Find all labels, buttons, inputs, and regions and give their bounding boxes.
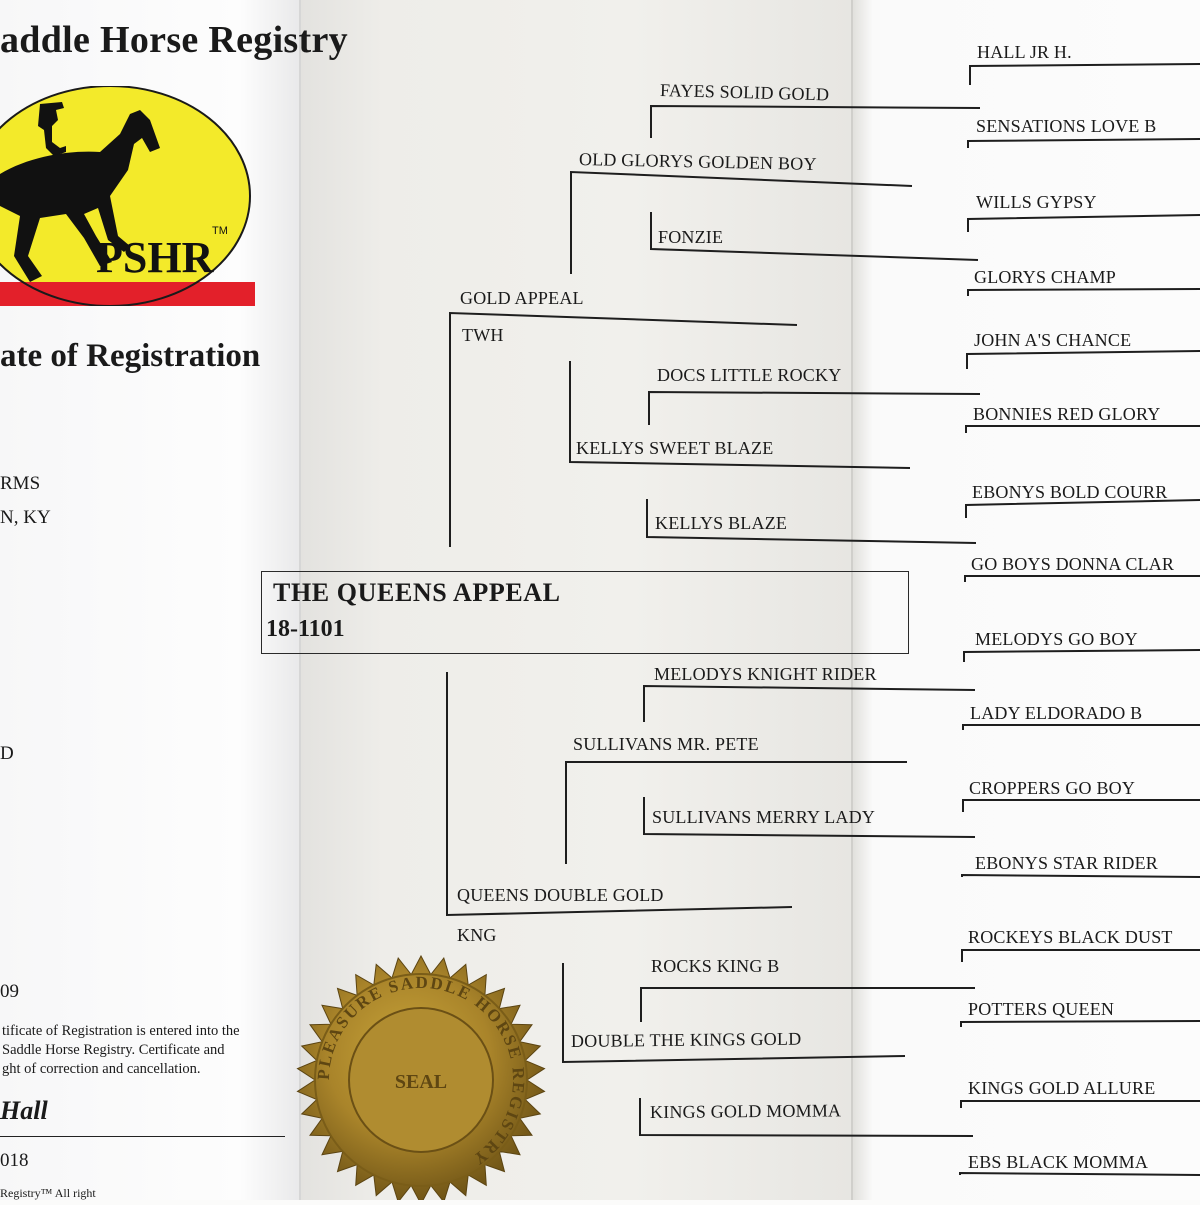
gg-grandparent-5: JOHN A'S CHANCE [974,330,1132,350]
registration-date-fragment: 09 [0,981,19,1002]
gg-grandparent-12: EBONYS STAR RIDER [975,853,1158,873]
signature-line [0,1136,285,1137]
gg-grandparent-11: CROPPERS GO BOY [969,778,1136,798]
great-grandparent-2: FONZIE [658,227,724,247]
field-fragment: D [0,743,14,764]
owner-line-2: N, KY [0,507,51,528]
gg-grandparent-1: HALL JR H. [977,42,1072,62]
fine-print-line-1: tificate of Registration is entered into… [2,1023,240,1039]
great-grandparent-3: DOCS LITTLE ROCKY [657,365,842,385]
fine-print-line-3: ght of correction and cancellation. [2,1061,201,1077]
gg-grandparent-9: MELODYS GO BOY [975,629,1138,649]
gg-grandparent-8: GO BOYS DONNA CLAR [971,554,1175,574]
horse-rider-icon [0,102,160,282]
gg-grandparent-16: EBS BLACK MOMMA [968,1152,1149,1172]
fine-print-line-2: Saddle Horse Registry. Certificate and [2,1042,225,1058]
gg-grandparent-14: POTTERS QUEEN [968,999,1115,1019]
gg-grandparent-15: KINGS GOLD ALLURE [968,1078,1156,1098]
gg-grandparent-6: BONNIES RED GLORY [973,404,1161,424]
signature: Hall [0,1096,48,1125]
grandparent-4: DOUBLE THE KINGS GOLD [570,1028,802,1051]
fine-print: tificate of Registration is entered into… [2,1022,292,1079]
pedigree-right-panel [852,0,1200,1200]
great-grandparent-8: KINGS GOLD MOMMA [649,1100,842,1122]
great-grandparent-4: KELLYS BLAZE [655,513,788,533]
gg-grandparent-13: ROCKEYS BLACK DUST [968,927,1173,947]
great-grandparent-6: SULLIVANS MERRY LADY [652,807,876,827]
certificate-title: ate of Registration [0,338,261,374]
sire-name: GOLD APPEAL [460,288,584,308]
seal-center-text: SEAL [395,1071,447,1093]
pshr-logo: PSHR TM [0,86,255,306]
gg-grandparent-10: LADY ELDORADO B [970,703,1143,723]
registry-title: addle Horse Registry [0,19,348,61]
sire-breed: TWH [462,325,504,345]
great-grandparent-1: FAYES SOLID GOLD [659,80,830,105]
logo-text: PSHR [96,233,215,282]
paper-fold-right [851,0,853,1200]
paper-fold-left [299,0,301,1200]
copyright-footer: Registry™ All right [0,1186,96,1200]
subject-registration-number: 18-1101 [266,616,345,642]
gg-grandparent-7: EBONYS BOLD COURR [972,482,1168,502]
grandparent-3: SULLIVANS MR. PETE [573,734,759,754]
gg-grandparent-2: SENSATIONS LOVE B [976,116,1157,136]
dam-name: QUEENS DOUBLE GOLD [457,885,664,905]
great-grandparent-5: MELODYS KNIGHT RIDER [654,664,877,684]
gg-grandparent-3: WILLS GYPSY [976,192,1097,212]
subject-box [261,571,909,654]
dam-breed: KNG [457,925,497,945]
gold-registry-seal: PLEASURE SADDLE HORSE REGISTRY SEAL [286,950,556,1205]
subject-name: THE QUEENS APPEAL [273,578,561,607]
owner-line-1: RMS [0,473,41,494]
issue-year-fragment: 018 [0,1150,29,1171]
logo-tm: TM [212,225,228,237]
gg-grandparent-4: GLORYS CHAMP [974,267,1116,287]
grandparent-2: KELLYS SWEET BLAZE [576,438,774,458]
great-grandparent-7: ROCKS KING B [651,956,780,976]
